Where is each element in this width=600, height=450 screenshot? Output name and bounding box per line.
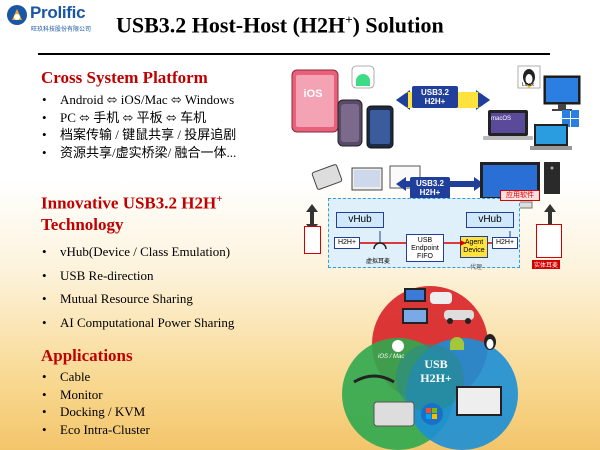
list-item: Eco Intra-Cluster: [42, 421, 150, 439]
usb-endpoint-fifo: USB Endpoint FIFO: [406, 234, 444, 262]
monitor-icon: [456, 386, 502, 416]
list-item: Docking / KVM: [42, 403, 150, 421]
left-updown-arrow: [306, 204, 318, 232]
list-item: AI Computational Power Sharing: [42, 311, 234, 335]
headset-icon: [373, 242, 387, 250]
brand-subtitle: 旺玖科技股份有限公司: [31, 27, 92, 33]
ios-label: iOS: [303, 88, 323, 100]
vr-headset-icon: [430, 292, 452, 304]
title-end: ) Solution: [352, 12, 444, 38]
venn-center-text: USB H2H+: [420, 357, 452, 385]
apple-icon: [392, 340, 404, 352]
android-phone-icon: [366, 105, 394, 149]
list-item: Mutual Resource Sharing: [42, 287, 234, 311]
venn-diagram: [342, 286, 518, 450]
list-item: Monitor: [42, 386, 150, 404]
list-item: 资源共享/虚实桥梁/ 融合一体...: [42, 144, 236, 162]
real-headset-label: 实体耳麦: [532, 260, 561, 269]
section-technology-heading: Innovative USB3.2 H2H+ Technology: [41, 189, 223, 235]
section-technology-list: vHub(Device / Class Emulation) USB Re-di…: [42, 240, 234, 334]
pc-tower-icon: [544, 162, 560, 194]
car-icon: [444, 310, 474, 324]
tablet-icon: [311, 164, 343, 190]
docking-station-icon: [373, 401, 415, 427]
cross-platform-devices-illustration: [291, 65, 581, 150]
windows-logo-icon: [562, 110, 579, 127]
list-item: vHub(Device / Class Emulation): [42, 240, 234, 264]
tech-heading-sup: +: [216, 193, 223, 205]
macbook-icon: [483, 110, 533, 140]
linux-icon: [484, 334, 496, 350]
venn-center-overlap: [396, 344, 464, 412]
iphone-icon: [337, 99, 363, 147]
agent-device-text: Agent Device: [463, 239, 485, 254]
title-sup: +: [345, 12, 353, 27]
desktop-monitor-icon: [543, 75, 581, 111]
usb-h2h-tag-top: USB3.2 H2H+: [412, 86, 458, 108]
usb-h2h-tag-mid-text: USB3.2 H2H+: [415, 179, 444, 197]
title-divider: [38, 53, 550, 55]
linux-label: Linux: [522, 82, 534, 88]
monitor-icon: [402, 308, 428, 324]
windows-logo-icon: [421, 403, 443, 425]
prolific-logo: Prolific 旺玖科技股份有限公司: [6, 3, 98, 38]
section-applications-heading: Applications: [41, 346, 133, 365]
android-icon: [450, 337, 464, 350]
proxy-label: 代理: [470, 265, 483, 271]
usb-h2h-tag-top-text: USB3.2 H2H+: [420, 88, 449, 106]
windows-laptop-icon: [530, 124, 572, 150]
real-headset-frame: [536, 224, 562, 258]
section-applications-list: Cable Monitor Docking / KVM Eco Intra-Cl…: [42, 368, 150, 438]
slide-title: USB3.2 Host-Host (H2H+) Solution: [116, 12, 444, 38]
section-cross-platform-list: Android ⬄ iOS/Mac ⬄ Windows PC ⬄ 手机 ⬄ 平板…: [42, 91, 236, 161]
usb-cable-icon: [353, 374, 395, 384]
title-main: USB3.2 Host-Host (H2H: [116, 12, 346, 38]
monitor-small-icon: [351, 167, 383, 191]
list-item: Cable: [42, 368, 150, 386]
tech-heading-line2: Technology: [41, 214, 124, 234]
vhub-left: vHub: [336, 212, 384, 228]
venn-center-label: USB H2H+: [396, 357, 476, 385]
macos-label: macOS: [490, 116, 511, 122]
laptop-icon: [404, 288, 426, 302]
app-software-label: 应用软件: [500, 190, 540, 201]
diagram-connectors: [360, 231, 511, 250]
list-item: USB Re-direction: [42, 264, 234, 288]
android-icon: [351, 65, 375, 89]
section-cross-platform-heading: Cross System Platform: [41, 68, 208, 87]
left-device-frame: [304, 226, 321, 254]
usb-endpoint-fifo-text: USB Endpoint FIFO: [411, 237, 439, 260]
list-item: 档案传输 / 键鼠共享 / 投屏追剧: [42, 126, 236, 144]
usb-h2h-tag-mid: USB3.2 H2H+: [410, 177, 450, 199]
prolific-logo-icon: [7, 5, 27, 25]
venn-ios-label: iOS / Mac: [378, 354, 405, 360]
ipad-icon: [291, 69, 339, 133]
h2h-left: H2H+: [334, 237, 360, 249]
linux-icon: [517, 65, 541, 89]
virtual-headset-label: 虚拟耳麦: [366, 259, 391, 265]
brand-name: Prolific: [30, 3, 86, 22]
h2h-right: H2H+: [492, 237, 518, 249]
vhub-right: vHub: [466, 212, 514, 228]
tech-heading-line1: Innovative USB3.2 H2H: [41, 193, 217, 213]
agent-device: Agent Device: [460, 236, 488, 258]
list-item: Android ⬄ iOS/Mac ⬄ Windows: [42, 91, 236, 109]
list-item: PC ⬄ 手机 ⬄ 平板 ⬄ 车机: [42, 109, 236, 127]
